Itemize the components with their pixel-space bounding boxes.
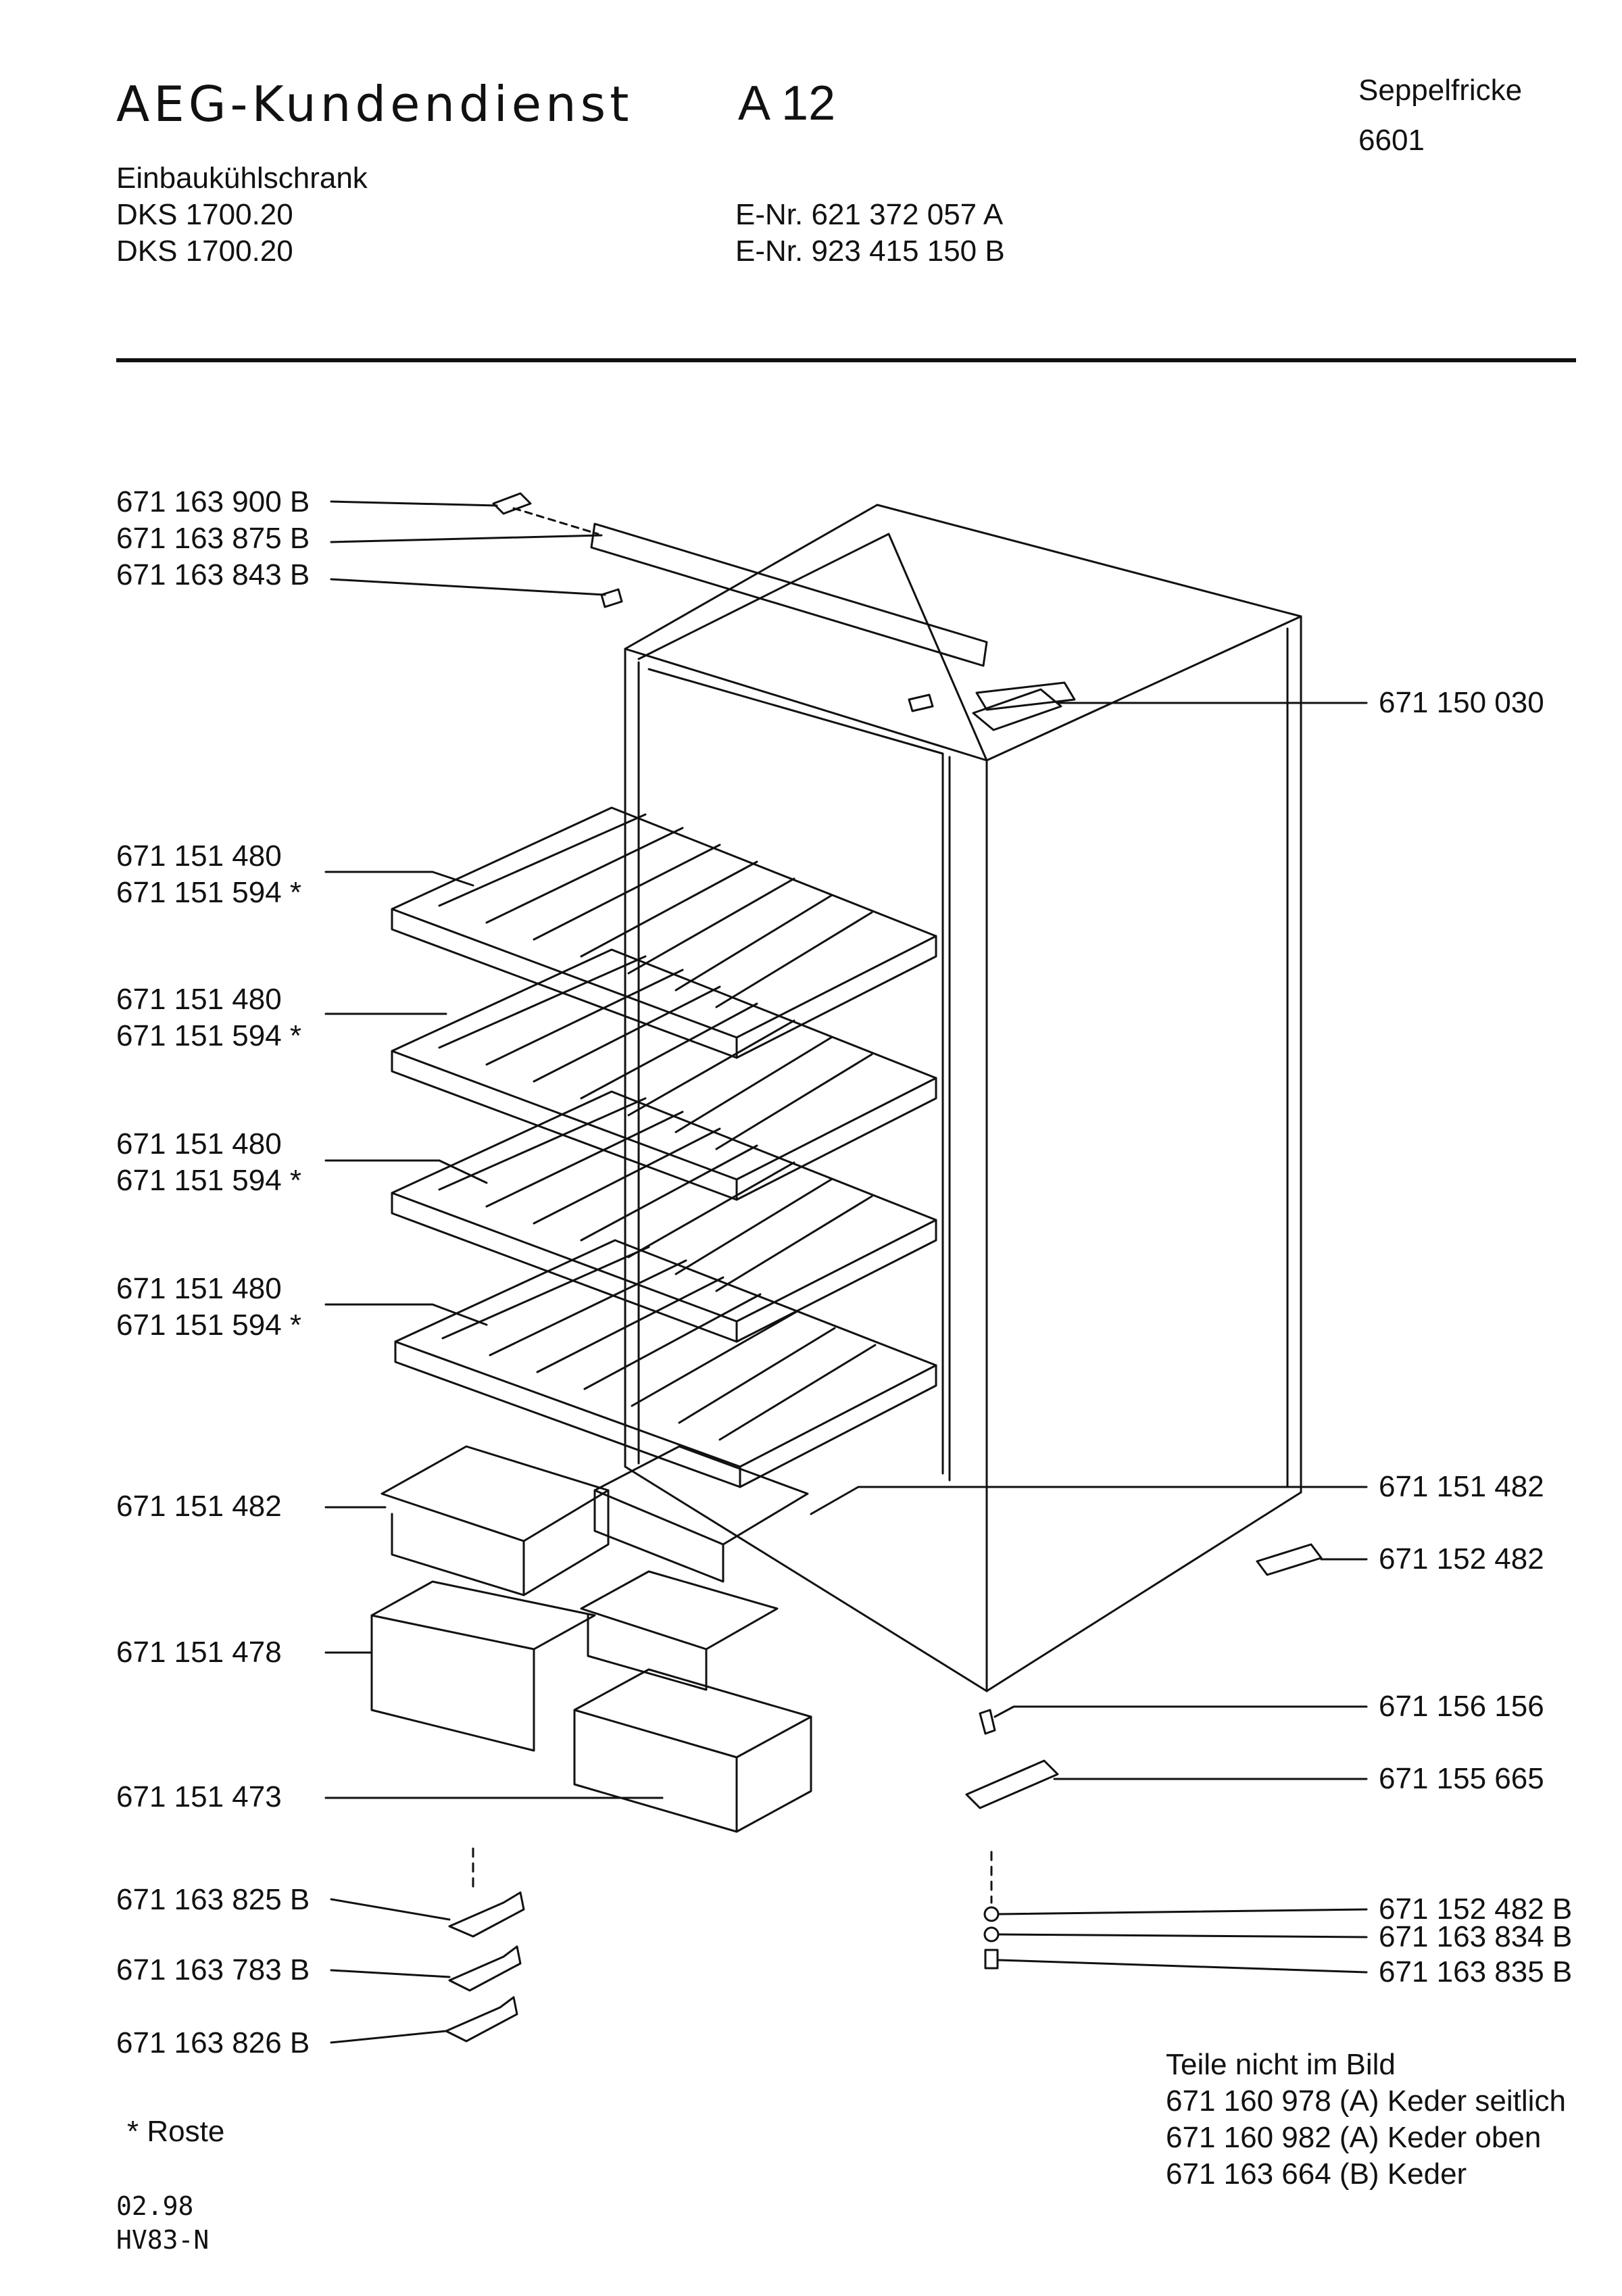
part-label-right-5: 671 155 665 [1379, 1762, 1544, 1795]
parts-not-shown-heading: Teile nicht im Bild [1166, 2048, 1396, 2081]
crisper-drawers [370, 1580, 812, 1833]
dealer-code: 6601 [1358, 124, 1425, 157]
enr-line-2: E-Nr. 923 415 150 B [735, 235, 1005, 268]
part-label-left-3: 671 163 843 B [116, 558, 310, 591]
footer-date: 02.98 [116, 2191, 194, 2221]
leader-lines [324, 500, 1368, 2044]
right-hardware [965, 688, 1323, 1970]
top-rail-assembly [492, 492, 1076, 712]
parts-not-shown-item: 671 160 978 (A) Keder seitlich [1166, 2084, 1566, 2118]
part-label-left-8: 671 151 482 [116, 1490, 282, 1523]
crisper-lids [380, 1445, 809, 1691]
part-label-right-4: 671 156 156 [1379, 1690, 1544, 1723]
part-label-left-13: 671 163 826 B [116, 2026, 310, 2059]
dealer-name: Seppelfricke [1358, 74, 1523, 107]
shelf-1 [391, 806, 937, 1059]
footer-code: HV83-N [116, 2225, 210, 2255]
shelf-4 [394, 1239, 937, 1488]
shelf-2 [391, 948, 937, 1201]
part-label-left-2: 671 163 875 B [116, 522, 310, 555]
header-divider [116, 358, 1576, 362]
part-label-right-3: 671 152 482 [1379, 1542, 1544, 1576]
part-label-right-7: 671 163 834 B [1379, 1920, 1573, 1953]
parts-not-shown-item: 671 160 982 (A) Keder oben [1166, 2121, 1542, 2154]
part-label-left-1: 671 163 900 B [116, 485, 310, 518]
enr-line-1: E-Nr. 621 372 057 A [735, 198, 1004, 231]
part-label-right-8: 671 163 835 B [1379, 1955, 1573, 1988]
parts-not-shown: Teile nicht im Bild 671 160 978 (A) Kede… [1166, 2047, 1566, 2193]
left-hardware [445, 1847, 525, 2043]
part-label-right-1: 671 150 030 [1379, 686, 1544, 719]
part-label-left-12: 671 163 783 B [116, 1953, 310, 1986]
part-label-left-9: 671 151 478 [116, 1636, 282, 1669]
product-type: Einbaukühlschrank [116, 162, 368, 195]
parts-not-shown-item: 671 163 664 (B) Keder [1166, 2157, 1467, 2191]
footnote: * Roste [127, 2115, 225, 2148]
shelf-3 [391, 1090, 937, 1343]
part-label-right-2: 671 151 482 [1379, 1470, 1544, 1503]
model-line-1: DKS 1700.20 [116, 198, 293, 231]
part-label-left-11: 671 163 825 B [116, 1883, 310, 1916]
model-code: A 12 [738, 76, 836, 130]
cabinet-body [624, 504, 1302, 1692]
model-line-2: DKS 1700.20 [116, 235, 293, 268]
part-label-left-10: 671 151 473 [116, 1780, 282, 1813]
part-label-right-6: 671 152 482 B [1379, 1892, 1573, 1926]
brand-title: AEG-Kundendienst [116, 76, 633, 132]
